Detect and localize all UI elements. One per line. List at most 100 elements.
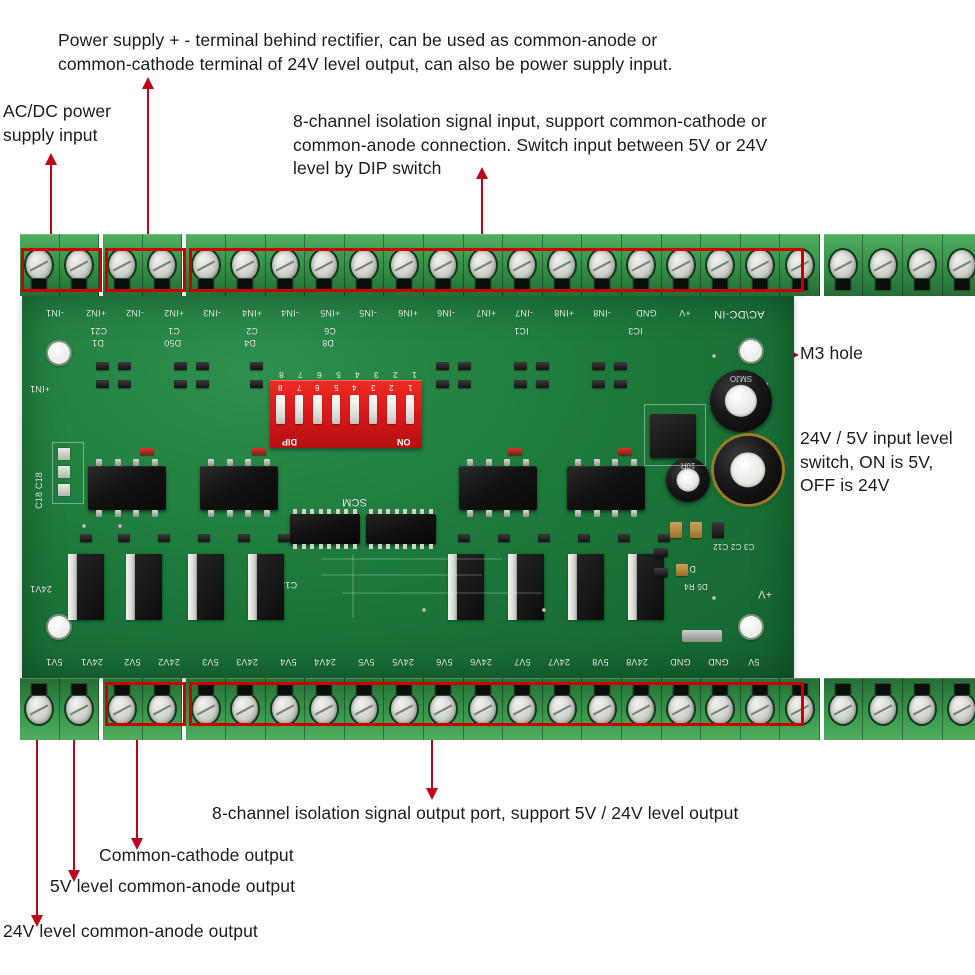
copper-trace-2 (322, 558, 502, 560)
smd-led-2 (252, 448, 266, 455)
terminal-bottom-23[interactable] (903, 678, 943, 740)
dip-number-3: 3 (370, 383, 375, 392)
terminal-bottom-1[interactable] (20, 678, 60, 740)
m3-hole-top-left (46, 340, 72, 366)
terminal-bottom-6[interactable] (225, 678, 266, 740)
terminal-top-11[interactable] (423, 234, 464, 296)
heatsink-tab (126, 554, 135, 620)
terminal-top-19[interactable] (740, 234, 781, 296)
silk-outline-2 (644, 404, 706, 466)
dip-switch[interactable]: ON DIP 1 2 3 4 5 6 7 8 (270, 380, 422, 448)
terminal-top-15[interactable] (582, 234, 622, 296)
screw-icon (946, 248, 975, 282)
pcb-board: -IN1 +IN2 -IN2 +IN2 -IN3 +IN4 -IN4 +IN5 … (20, 234, 975, 740)
screw-icon (907, 248, 938, 282)
optocoupler-3 (459, 459, 537, 517)
voltage-regulator (650, 414, 696, 458)
terminal-bottom-17[interactable] (661, 678, 702, 740)
dip-on-label: ON (396, 437, 411, 447)
smd-resistor-8 (196, 380, 209, 388)
dip-lever-5[interactable] (331, 394, 340, 424)
wire-slot (30, 683, 48, 696)
wire-slot (913, 683, 931, 696)
terminal-bottom-3[interactable] (103, 678, 143, 740)
dip-lever-3[interactable] (368, 394, 377, 424)
dip-lever-2[interactable] (387, 394, 396, 424)
dip-lever-1[interactable] (405, 394, 414, 424)
terminal-bottom-22[interactable] (863, 678, 904, 740)
terminal-top-7[interactable] (265, 234, 306, 296)
silk-bot-12: 5V7 (514, 657, 531, 667)
terminal-bottom-21[interactable] (823, 678, 864, 740)
terminal-bottom-20[interactable] (780, 678, 820, 740)
terminal-bottom-15[interactable] (582, 678, 622, 740)
dip-lever-6[interactable] (313, 394, 322, 424)
terminal-top-4[interactable] (142, 234, 183, 296)
dip-silk-4: 4 (355, 370, 360, 380)
wire-slot (953, 683, 971, 696)
silk-designator-c21: C21 (90, 326, 108, 336)
terminal-bottom-10[interactable] (384, 678, 424, 740)
silk-designator-c6: C6 (324, 326, 336, 336)
ic-pins-bottom (367, 544, 435, 549)
terminal-top-3[interactable] (103, 234, 143, 296)
silk-top-0: -IN1 (46, 308, 64, 318)
silk-top-13: +IN8 (554, 308, 575, 318)
terminal-bottom-11[interactable] (423, 678, 464, 740)
terminal-top-22[interactable] (863, 234, 904, 296)
dip-number-8: 8 (278, 383, 283, 392)
terminal-bottom-9[interactable] (344, 678, 385, 740)
ic-pins-top (291, 509, 359, 514)
wire-slot (70, 683, 88, 696)
copper-trace-1 (352, 554, 354, 618)
terminal-top-21[interactable] (823, 234, 864, 296)
terminal-bottom-12[interactable] (463, 678, 504, 740)
smd-cap-2 (690, 522, 702, 538)
silk-bot-1: 24V1 (81, 657, 103, 667)
terminal-top-13[interactable] (503, 234, 543, 296)
m3-hole-bottom-left (46, 614, 72, 640)
wire-slot (874, 683, 892, 696)
terminal-top-2[interactable] (59, 234, 100, 296)
terminal-top-24[interactable] (942, 234, 975, 296)
terminal-top-9[interactable] (344, 234, 385, 296)
terminal-top-16[interactable] (621, 234, 662, 296)
terminal-bottom-8[interactable] (305, 678, 345, 740)
ic-pins-top (569, 459, 643, 466)
transistor-7 (568, 554, 604, 620)
silk-top-4: -IN3 (203, 308, 221, 318)
silk-top-12: -IN7 (515, 308, 533, 318)
terminal-bottom-2[interactable] (59, 678, 100, 740)
smd-bottom-1 (80, 534, 92, 542)
silk-bot-16: GND (670, 657, 691, 667)
terminal-top-14[interactable] (542, 234, 583, 296)
top-terminal-block[interactable] (20, 234, 975, 296)
dip-lever-7[interactable] (294, 394, 303, 424)
bottom-terminal-block[interactable] (20, 678, 975, 740)
terminal-bottom-14[interactable] (542, 678, 583, 740)
silk-top-7: +IN5 (320, 308, 341, 318)
silk-top-16: +V (679, 308, 691, 318)
heatsink-tab (68, 554, 77, 620)
terminal-bottom-13[interactable] (503, 678, 543, 740)
silk-top-17: AC\DC-IN (714, 308, 765, 320)
terminal-top-8[interactable] (305, 234, 345, 296)
highlight-common-cathode-output-terminals (105, 682, 186, 726)
dip-lever-8[interactable] (276, 394, 285, 424)
electrolytic-cap-small: 10R (666, 458, 710, 502)
heatsink-tab (508, 554, 517, 620)
smd-bottom-8 (498, 534, 510, 542)
annotation-24v-output: 24V level common-anode output (3, 921, 258, 941)
silk-designator-d8: D8 (322, 338, 334, 348)
dip-number-5: 5 (333, 383, 338, 392)
terminal-top-5[interactable] (186, 234, 226, 296)
terminal-bottom-24[interactable] (942, 678, 975, 740)
transistor-8 (628, 554, 664, 620)
cap-label: SMJO (729, 373, 753, 383)
dip-lever-4[interactable] (350, 394, 359, 424)
wire-slot (953, 278, 971, 291)
terminal-top-23[interactable] (903, 234, 943, 296)
silk-bot-2: 5V2 (124, 657, 141, 667)
terminal-top-6[interactable] (225, 234, 266, 296)
pad-left-1 (58, 448, 70, 460)
